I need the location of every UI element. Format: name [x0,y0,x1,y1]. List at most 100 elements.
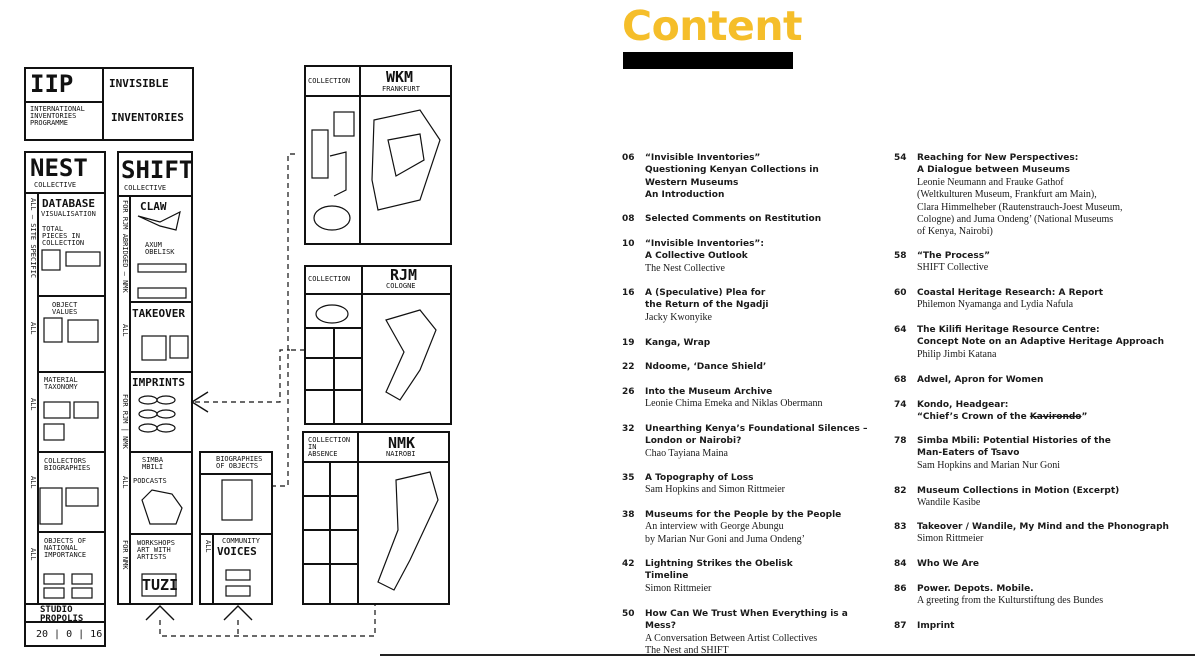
workshops-label: WORKSHOPS ART WITH ARTISTS [137,539,175,561]
toc-entry[interactable]: 87 Imprint [894,620,954,632]
toc-entry[interactable]: 19 Kanga, Wrap [622,337,710,349]
frankfurt-label: FRANKFURT [382,85,420,93]
toc-page-number: 10 [622,239,635,249]
toc-title: Takeover / Wandile, My Mind and the Phon… [917,522,1169,532]
toc-page-number: 54 [894,153,907,163]
toc-entry[interactable]: 83 Takeover / Wandile, My Mind and the P… [894,521,1169,546]
toc-page-number: 82 [894,486,907,496]
toc-title: Power. Depots. Mobile. [917,584,1034,594]
toc-title: Reaching for New Perspectives: A Dialogu… [917,153,1079,176]
toc-title: Into the Museum Archive [645,387,773,397]
all-label-2: ALL [29,398,37,411]
diagram-lines [24,65,452,647]
toc-title: “The Process” [917,251,990,261]
toc-page-number: 84 [894,559,907,569]
toc-entry[interactable]: 58 “The Process”SHIFT Collective [894,250,990,275]
toc-entry[interactable]: 74 Kondo, Headgear: “Chief’s Crown of th… [894,399,1087,424]
toc-entry[interactable]: 50 How Can We Trust When Everything is a… [622,608,872,658]
shift-label: SHIFT [121,156,194,184]
toc-page-number: 83 [894,522,907,532]
toc-entry[interactable]: 84 Who We Are [894,558,979,570]
claw-label: CLAW [140,200,167,213]
toc-page-number: 64 [894,325,907,335]
podcasts-label: PODCASTS [133,477,167,485]
cologne-label: COLOGNE [386,282,416,290]
toc-authors: Wandile Kasibe [917,497,981,509]
toc-page-number: 87 [894,621,907,631]
toc-entry[interactable]: 22 Ndoome, ‘Dance Shield’ [622,361,766,373]
iip-full-name: INTERNATIONAL INVENTORIES PROGRAMME [30,105,85,127]
toc-entry[interactable]: 54 Reaching for New Perspectives: A Dial… [894,152,1123,239]
toc-title: Selected Comments on Restitution [645,214,822,224]
tuzi-label: TUZI [142,576,179,594]
toc-entry[interactable]: 78 Simba Mbili: Potential Histories of t… [894,435,1111,472]
title-bar [623,52,793,69]
toc-title: “Invisible Inventories” Questioning Keny… [645,153,819,201]
toc-title: The Kilifi Heritage Resource Centre: Con… [917,325,1165,348]
toc-page-number: 74 [894,400,907,410]
collectors-biographies-label: COLLECTORS BIOGRAPHIES [44,457,91,472]
toc-title: Kanga, Wrap [645,338,711,348]
toc-entry[interactable]: 86 Power. Depots. Mobile.A greeting from… [894,583,1103,608]
toc-entry[interactable]: 16 A (Speculative) Plea for the Return o… [622,287,769,324]
toc-page-number: 38 [622,510,635,520]
voices-label: VOICES [217,545,257,558]
toc-title: Imprint [917,621,955,631]
for-rjm-abridged-label: FOR RJM ABRIDGED — NMK [121,200,129,293]
all-label-4: ALL [29,548,37,561]
toc-entry[interactable]: 32 Unearthing Kenya’s Foundational Silen… [622,423,867,460]
toc-page-number: 68 [894,375,907,385]
page-title: Content [622,2,803,50]
toc-authors: A Conversation Between Artist Collective… [645,632,818,657]
toc-title: “Invisible Inventories”: A Collective Ou… [645,239,764,262]
nairobi-label: NAIROBI [386,450,416,458]
inventories-label: INVENTORIES [111,111,184,124]
toc-entry[interactable]: 68 Adwel, Apron for Women [894,374,1043,386]
toc-title: Unearthing Kenya’s Foundational Silences… [645,424,868,447]
invisible-label: INVISIBLE [109,77,169,90]
all-label-3: ALL [29,476,37,489]
visualisation-label: VISUALISATION [41,210,96,218]
all-label-7: ALL [204,540,212,553]
toc-page-number: 19 [622,338,635,348]
nmk-label: NMK [388,434,416,452]
toc-entry[interactable]: 64 The Kilifi Heritage Resource Centre: … [894,324,1164,361]
object-values-label: OBJECT VALUES [52,301,78,316]
toc-authors: An interview with George Abungu by Maria… [645,521,805,545]
toc-entry[interactable]: 08 Selected Comments on Restitution [622,213,821,225]
toc-page-number: 42 [622,559,635,569]
imprints-label: IMPRINTS [132,376,185,389]
for-nmk-label: FOR NMK [121,540,129,570]
toc-entry[interactable]: 42 Lightning Strikes the Obelisk Timelin… [622,558,793,595]
toc-title: Ndoome, ‘Dance Shield’ [645,362,767,372]
toc-entry[interactable]: 06 “Invisible Inventories” Questioning K… [622,152,819,202]
toc-title: Adwel, Apron for Women [917,375,1044,385]
all-label-6: ALL [121,476,129,489]
toc-authors: Sam Hopkins and Marian Nur Goni [917,459,1061,471]
studio-propolis-label: STUDIO PROPOLIS [40,605,84,624]
nest-label: NEST [30,154,88,182]
toc-authors: Chao Tayiana Maina [645,447,728,459]
nest-sub-label: COLLECTIVE [34,181,77,189]
toc-title-part: “Chief’s Crown of the [917,412,1030,423]
toc-entry[interactable]: 82 Museum Collections in Motion (Excerpt… [894,485,1119,510]
toc-page-number: 86 [894,584,907,594]
toc-title-struck-word: Kavirondo [1029,412,1082,423]
toc-page-number: 26 [622,387,635,397]
toc-entry[interactable]: 10 “Invisible Inventories”: A Collective… [622,238,764,275]
iip-logo: IIP [30,70,74,98]
toc-title: Simba Mbili: Potential Histories of the … [917,436,1111,459]
total-pieces-label: TOTAL PIECES IN COLLECTION [42,225,85,247]
hand-drawn-diagram: IIP INTERNATIONAL INVENTORIES PROGRAMME … [24,65,452,647]
rjm-label: RJM [390,266,418,284]
toc-page-number: 06 [622,153,635,163]
biographies-of-objects-label: BIOGRAPHIES OF OBJECTS [216,455,263,470]
toc-page-number: 16 [622,288,635,298]
toc-authors: Leonie Chima Emeka and Niklas Obermann [645,398,823,410]
all-label-1: ALL [29,322,37,335]
collection-in-absence-label: COLLECTION IN ABSENCE [308,436,351,458]
